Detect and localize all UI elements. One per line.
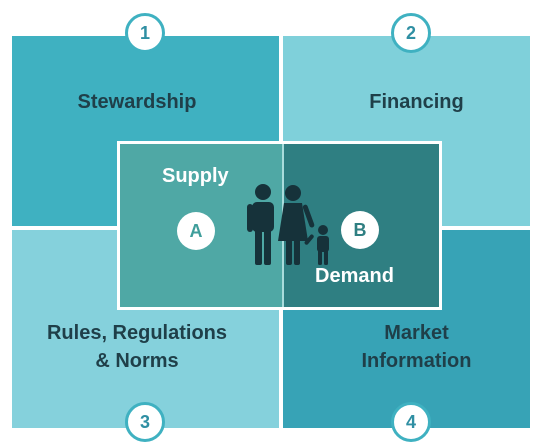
rules-label-line-2: & Norms — [95, 350, 179, 372]
financing-label: Financing — [303, 88, 530, 116]
rules-label-line-1: Rules, Regulations — [46, 322, 228, 344]
demand-letter-badge: B — [341, 211, 379, 249]
number-badge-2: 2 — [391, 13, 431, 53]
number-badge-4: 4 — [391, 402, 431, 442]
financing-label-line: Financing — [369, 91, 464, 113]
number-badge-1: 1 — [125, 13, 165, 53]
number-badge-3: 3 — [125, 402, 165, 442]
stewardship-label-line: Stewardship — [77, 91, 197, 113]
demand-label: Demand — [315, 265, 394, 287]
supply-letter-badge: A — [177, 212, 215, 250]
market-label: Market Information — [303, 319, 530, 375]
stewardship-label: Stewardship — [12, 88, 262, 116]
family-icon — [247, 184, 329, 265]
rules-label: Rules, Regulations & Norms — [12, 319, 262, 375]
market-label-line-2: Information — [361, 350, 472, 372]
market-label-line-1: Market — [384, 322, 449, 344]
supply-label: Supply — [162, 165, 229, 187]
